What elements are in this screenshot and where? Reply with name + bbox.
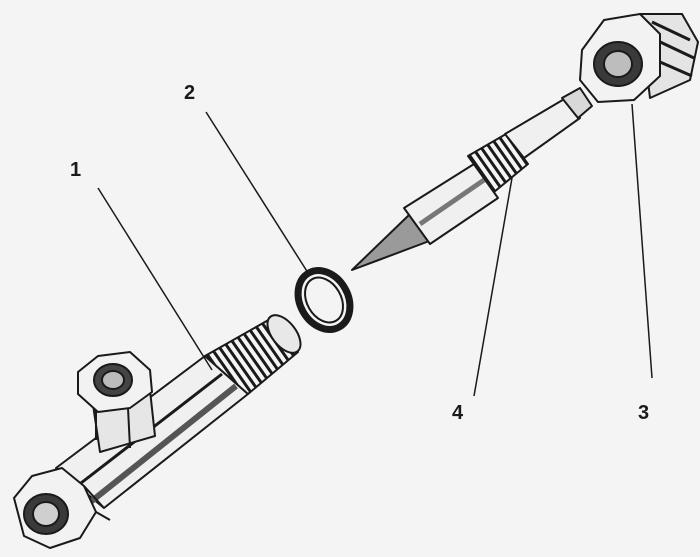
leader-line-2 (205, 111, 311, 277)
leader-line-1 (97, 187, 213, 371)
tee-body (13, 314, 302, 549)
cap-nut (579, 13, 699, 103)
sealing-washer (294, 267, 354, 333)
callout-4: 4 (452, 402, 464, 424)
callout-2: 2 (184, 82, 196, 104)
needle-spindle (351, 87, 593, 271)
callout-3: 3 (638, 402, 650, 424)
leader-line-4 (473, 177, 513, 397)
leader-lines (97, 103, 653, 397)
leader-line-3 (631, 103, 653, 379)
callout-1: 1 (70, 159, 82, 181)
